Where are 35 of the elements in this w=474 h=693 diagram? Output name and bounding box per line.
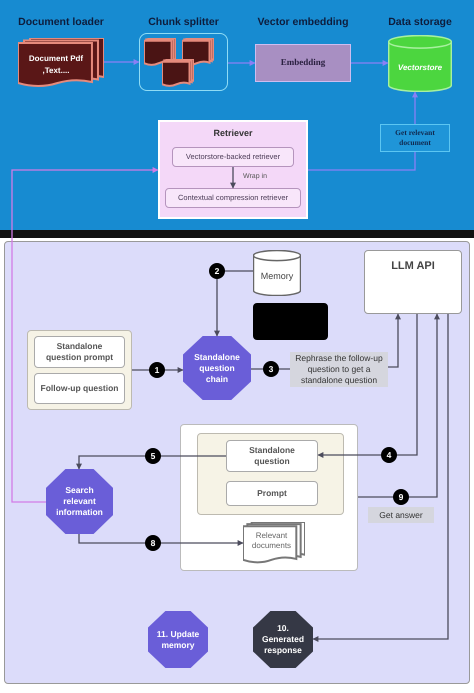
box-label: Standalone question prompt xyxy=(44,341,114,363)
document-label: Document Pdf ,Text.... xyxy=(28,53,84,77)
connector-arrow xyxy=(76,455,226,470)
connector-arrow xyxy=(214,270,253,337)
connector-arrow xyxy=(317,314,418,458)
connector-arrow xyxy=(132,367,184,373)
storage-label: Vectorstore xyxy=(398,62,442,74)
connector-arrow xyxy=(358,313,440,498)
box-label: Get answer xyxy=(379,510,423,520)
box-label: Prompt xyxy=(257,488,287,499)
connector-arrow xyxy=(78,534,244,546)
step-label: Standalone question chain xyxy=(193,352,241,384)
step-label: 10. Generated response xyxy=(260,623,306,656)
step-label: Search relevant information xyxy=(55,485,104,518)
connector-arrow xyxy=(11,167,159,503)
stage-heading: Chunk splitter xyxy=(148,15,219,30)
connector-arrow xyxy=(412,91,418,124)
memory-label: Memory xyxy=(260,270,294,284)
box-label: Follow-up question xyxy=(40,383,118,394)
connector-arrow xyxy=(351,60,389,66)
connector-arrow xyxy=(312,314,449,642)
embedding-label: Embedding xyxy=(280,56,326,70)
documents-label: Relevant documents xyxy=(250,531,292,551)
step-label: 11. Update memory xyxy=(156,628,200,650)
panel-title: Retriever xyxy=(213,127,253,140)
connector-arrow xyxy=(228,60,256,66)
stage-heading: Document loader xyxy=(18,15,104,30)
connector-arrow xyxy=(104,59,140,65)
stage-heading: Vector embedding xyxy=(257,15,349,30)
connector-arrow xyxy=(230,167,236,189)
api-title: LLM API xyxy=(391,259,435,274)
box-label: Standalone question xyxy=(248,445,296,467)
stage-heading: Data storage xyxy=(388,15,452,30)
box-label: Rephrase the follow-up question to get a standalone question xyxy=(294,353,384,386)
connector-arrow xyxy=(388,313,401,368)
